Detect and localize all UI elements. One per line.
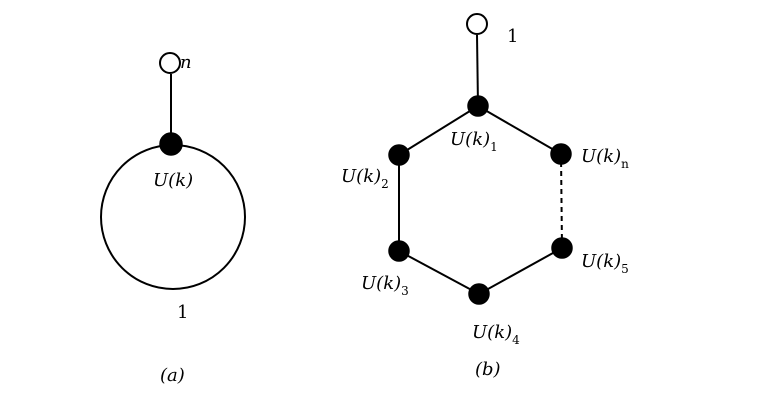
caption-a: (a) <box>160 365 185 386</box>
panel-a: n U(k) 1 (a) <box>100 52 246 386</box>
caption-b: (b) <box>475 359 501 380</box>
pendant-label-b: 1 <box>507 26 518 47</box>
vertex-label-b-5-base: U(k) <box>581 251 621 272</box>
loop-label-a: 1 <box>177 302 188 323</box>
panel-b: 1 U(k)1 U(k)2 U(k)3 U(k)4 U(k)5 U(k)n (b… <box>341 13 629 380</box>
vertex-label-b-3-sub: 3 <box>401 284 409 298</box>
vertex-b-1 <box>467 95 489 117</box>
vertex-label-b-1-sub: 1 <box>490 140 498 154</box>
cycle-edge-n-1 <box>477 105 562 155</box>
vertex-label-b-1-base: U(k) <box>450 129 490 150</box>
vertex-b-5 <box>551 237 573 259</box>
vertex-b-3 <box>388 240 410 262</box>
pendant-label-a: n <box>180 52 192 73</box>
cycle-edge-4-5 <box>478 247 563 295</box>
pendant-edge-b <box>476 34 479 107</box>
cycle-edge-3-4 <box>398 250 480 295</box>
vertex-label-b-5-sub: 5 <box>621 262 629 276</box>
vertex-label-b-2-base: U(k) <box>341 166 381 187</box>
loop-edge-a <box>100 144 246 290</box>
vertex-label-b-3: U(k)3 <box>361 273 409 298</box>
vertex-label-a: U(k) <box>153 170 193 191</box>
vertex-label-b-5: U(k)5 <box>581 251 629 276</box>
vertex-b-4 <box>468 283 490 305</box>
vertex-b-2 <box>388 144 410 166</box>
pendant-vertex-b <box>466 13 488 35</box>
vertex-label-b-1: U(k)1 <box>450 129 498 154</box>
vertex-label-b-n: U(k)n <box>581 146 629 171</box>
vertex-label-b-n-base: U(k) <box>581 146 621 167</box>
vertex-label-b-2: U(k)2 <box>341 166 389 191</box>
vertex-b-n <box>550 143 572 165</box>
vertex-label-b-2-sub: 2 <box>381 177 389 191</box>
vertex-label-b-3-base: U(k) <box>361 273 401 294</box>
vertex-label-b-4-sub: 4 <box>512 333 520 347</box>
vertex-a <box>159 132 183 156</box>
vertex-label-b-4: U(k)4 <box>472 322 520 347</box>
cycle-edge-5-n-dashed <box>560 153 563 249</box>
cycle-edge-1-2 <box>398 105 479 156</box>
pendant-vertex-a <box>159 52 181 74</box>
vertex-label-b-n-sub: n <box>621 157 629 171</box>
vertex-label-b-4-base: U(k) <box>472 322 512 343</box>
